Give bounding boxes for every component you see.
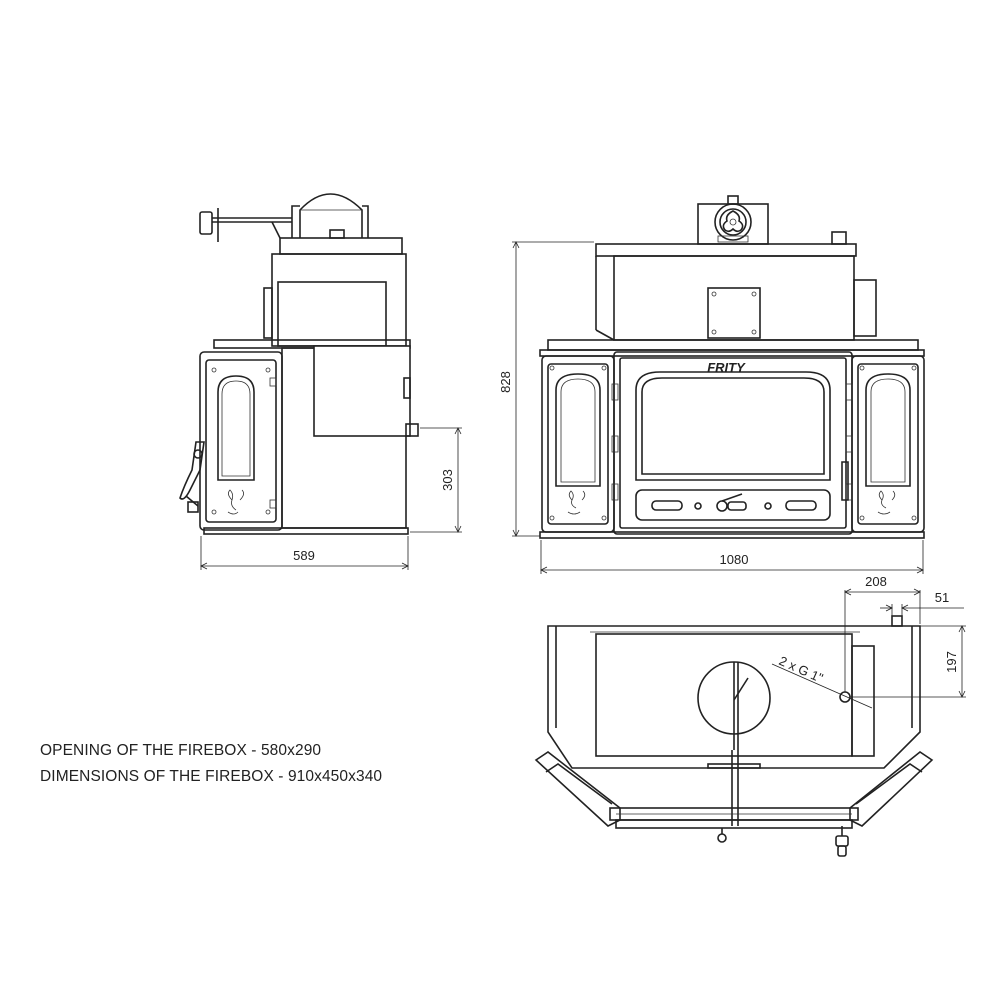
air-slider-icon <box>716 493 747 512</box>
dimension-828: 828 <box>498 241 594 537</box>
front-view: FRITY <box>539 195 925 539</box>
dimension-51-label: 51 <box>935 590 949 605</box>
door-handle-icon <box>179 441 205 513</box>
dimension-589: 589 <box>200 536 409 570</box>
note-firebox-dimensions: DIMENSIONS OF THE FIREBOX - 910x450x340 <box>40 768 383 785</box>
dimension-589-label: 589 <box>293 548 315 563</box>
firebox-notes: OPENING OF THE FIREBOX - 580x290 DIMENSI… <box>40 738 382 790</box>
regulator-knob-icon <box>199 208 292 242</box>
top-view <box>534 615 934 857</box>
dimension-197-label: 197 <box>944 651 959 673</box>
dimension-303: 303 <box>410 427 462 533</box>
dimension-208: 208 <box>844 574 921 692</box>
connection-callout: 2 x G 1" <box>771 653 873 709</box>
draught-regulator-icon <box>714 203 752 243</box>
note-opening: OPENING OF THE FIREBOX - 580x290 <box>40 742 322 759</box>
side-view <box>179 193 419 535</box>
dimension-197: 197 <box>850 625 966 698</box>
dimension-1080-label: 1080 <box>720 552 749 567</box>
dimension-208-label: 208 <box>865 574 887 589</box>
dimension-828-label: 828 <box>498 371 513 393</box>
brand-logo: FRITY <box>707 360 746 375</box>
handle-knob-icon <box>835 826 849 857</box>
dimension-303-label: 303 <box>440 469 455 491</box>
connection-label: 2 x G 1" <box>777 653 826 686</box>
dimension-51: 51 <box>880 590 964 616</box>
dimension-1080: 1080 <box>540 540 924 574</box>
